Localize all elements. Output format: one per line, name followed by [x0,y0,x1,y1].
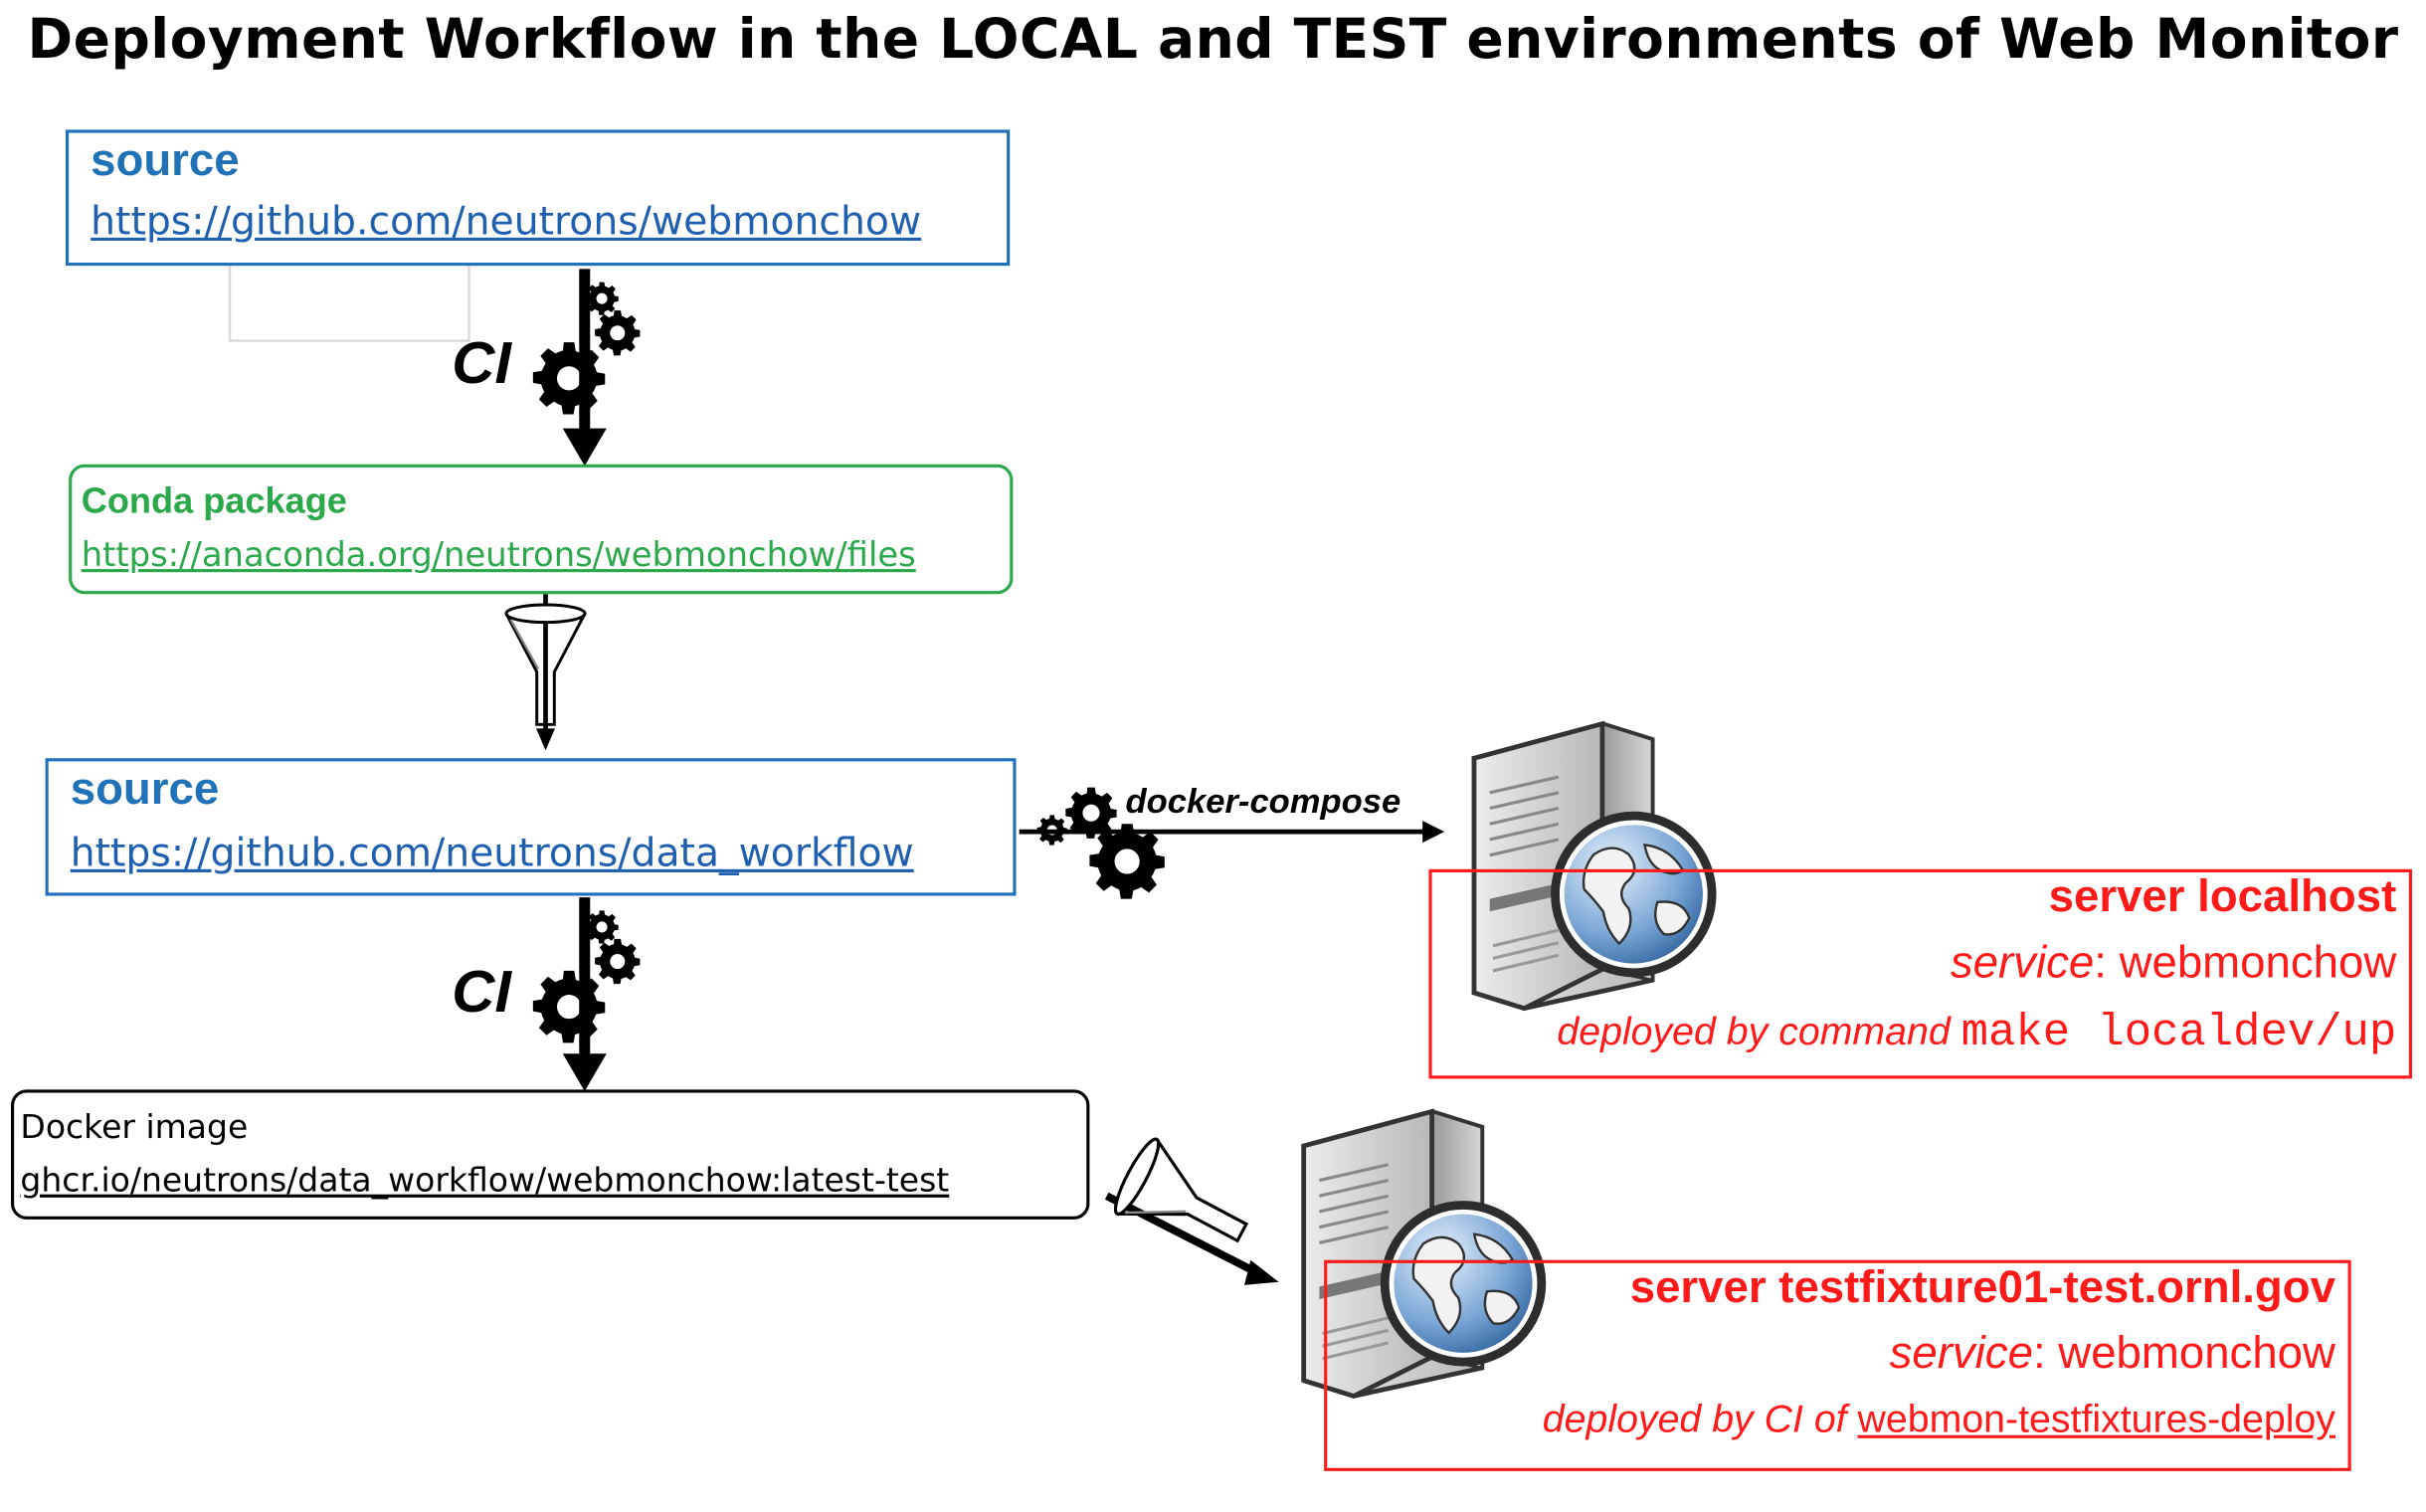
diagram-title: Deployment Workflow in the LOCAL and TES… [27,9,2399,73]
source-webmonchow-link[interactable]: https://github.com/neutrons/webmonchow [91,198,922,245]
gear-icon [585,282,619,315]
server-localhost-name: server localhost [2048,871,2397,923]
service-value: webmonchow [2058,1328,2335,1380]
gear-icon [532,970,606,1043]
deployed-prefix: deployed by CI of [1542,1398,1847,1442]
source-webmonchow-box: source https://github.com/neutrons/webmo… [66,129,1011,267]
deploy-repo-link[interactable]: webmon-testfixtures-deploy [1857,1398,2335,1442]
conda-package-link[interactable]: https://anaconda.org/neutrons/webmonchow… [81,536,916,576]
ci-arrow-1 [532,269,641,467]
source-data-workflow-link[interactable]: https://github.com/neutrons/data_workflo… [70,830,914,876]
source-label: source [70,764,220,815]
deployed-prefix: deployed by command [1557,1010,1951,1054]
service-value: webmonchow [2119,937,2397,989]
ci-label-2: CI [452,959,511,1026]
source-data-workflow-box: source https://github.com/neutrons/data_… [45,758,1017,896]
docker-compose-label: docker-compose [1125,781,1401,822]
service-key: service [1950,937,2095,989]
funnel-icon [1107,1133,1264,1271]
gear-icon [1089,824,1165,899]
conda-package-box: Conda package https://anaconda.org/neutr… [69,464,1014,595]
conda-package-label: Conda package [81,479,347,521]
server-localhost-deployed: deployed by command make localdev/up [1557,1007,2396,1058]
server-localhost-box: server localhost service: webmonchow dep… [1428,868,2412,1079]
docker-image-box: Docker image ghcr.io/neutrons/data_workf… [11,1089,1090,1220]
gear-icon [585,910,619,944]
docker-image-tag[interactable]: ghcr.io/neutrons/data_workflow/webmoncho… [20,1161,950,1200]
gear-icon [595,938,641,985]
server-localhost-service: service: webmonchow [1951,938,2396,990]
service-separator: : [2032,1328,2059,1380]
ci-label-1: CI [452,331,511,398]
server-test-service: service: webmonchow [1890,1329,2335,1381]
service-separator: : [2094,937,2120,989]
server-test-deployed: deployed by CI of webmon-testfixtures-de… [1543,1398,2335,1443]
docker-image-label: Docker image [20,1108,249,1146]
deploy-command: make localdev/up [1960,1007,2397,1058]
docker-compose-arrow [1019,787,1445,899]
server-test-box: server testfixture01-test.ornl.gov servi… [1324,1259,2351,1471]
ci-arrow-2 [532,897,641,1091]
server-test-name: server testfixture01-test.ornl.gov [1629,1262,2335,1314]
gear-icon [532,342,606,415]
funnel-arrow-2 [1104,1133,1279,1285]
gear-icon [595,310,641,356]
funnel-arrow-1 [504,594,587,751]
gear-icon [1065,787,1117,839]
source-label: source [91,135,240,187]
decorative-bracket [228,266,470,342]
service-key: service [1889,1328,2033,1380]
